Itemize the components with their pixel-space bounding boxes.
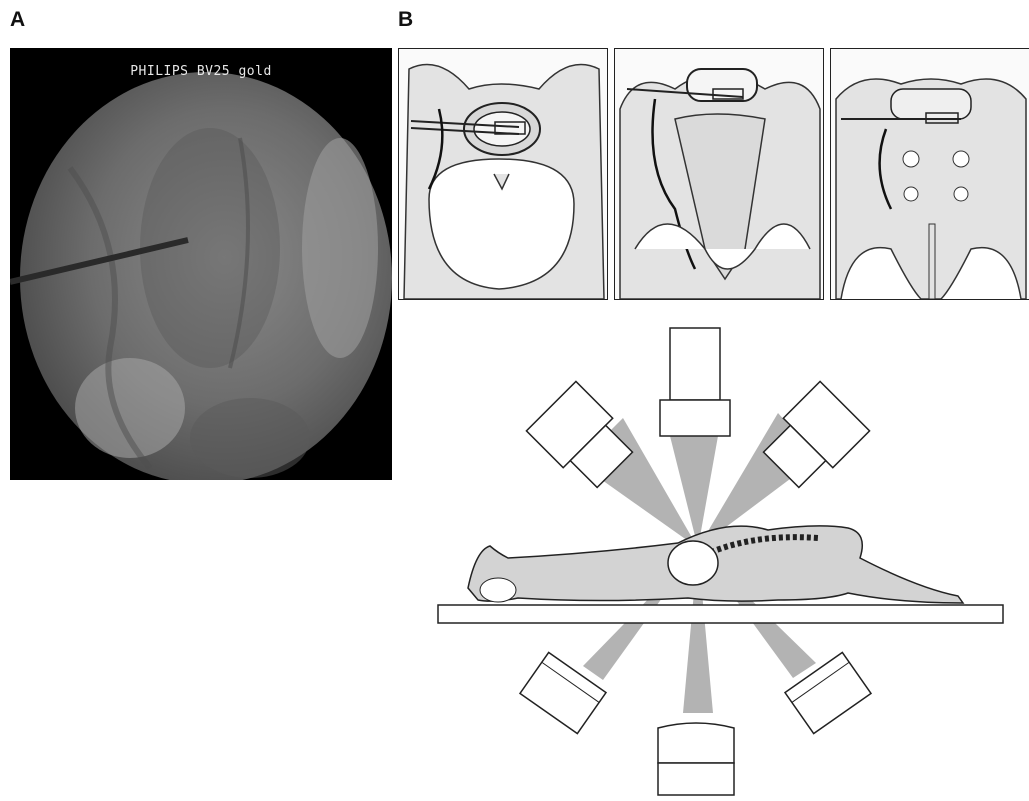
panel-b-label: B: [398, 8, 413, 32]
device-caption: PHILIPS BV25 gold: [10, 64, 392, 79]
c-arm-setup-diagram: [398, 318, 1028, 801]
panel-a-label: A: [10, 8, 25, 32]
pelvis-lateral-view: [830, 48, 1029, 300]
c-arm-detector-top: [660, 328, 730, 436]
pelvis-inlet-view: [398, 48, 608, 300]
pelvis-outlet-view: [614, 48, 824, 300]
fluoroscopy-image: PHILIPS BV25 gold: [10, 48, 392, 480]
operating-table: [438, 605, 1003, 623]
c-arm-source-bottom: [658, 723, 734, 795]
